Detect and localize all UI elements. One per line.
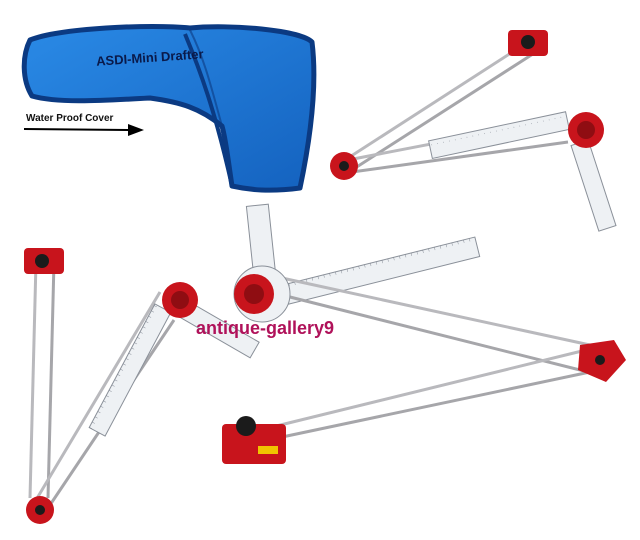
- bag-fold: [189, 29, 223, 127]
- drafter-bottom-right: [222, 203, 626, 464]
- watermark: antique-gallery9: [196, 318, 335, 338]
- waterproof-bag: [21, 24, 317, 193]
- bag-body: [21, 24, 317, 193]
- bag-seam: [183, 33, 234, 187]
- cover-label: Water Proof Cover: [26, 113, 114, 124]
- arrow-icon: [23, 124, 144, 136]
- drafter-top-right: [330, 30, 617, 232]
- drafter-left: [24, 248, 260, 524]
